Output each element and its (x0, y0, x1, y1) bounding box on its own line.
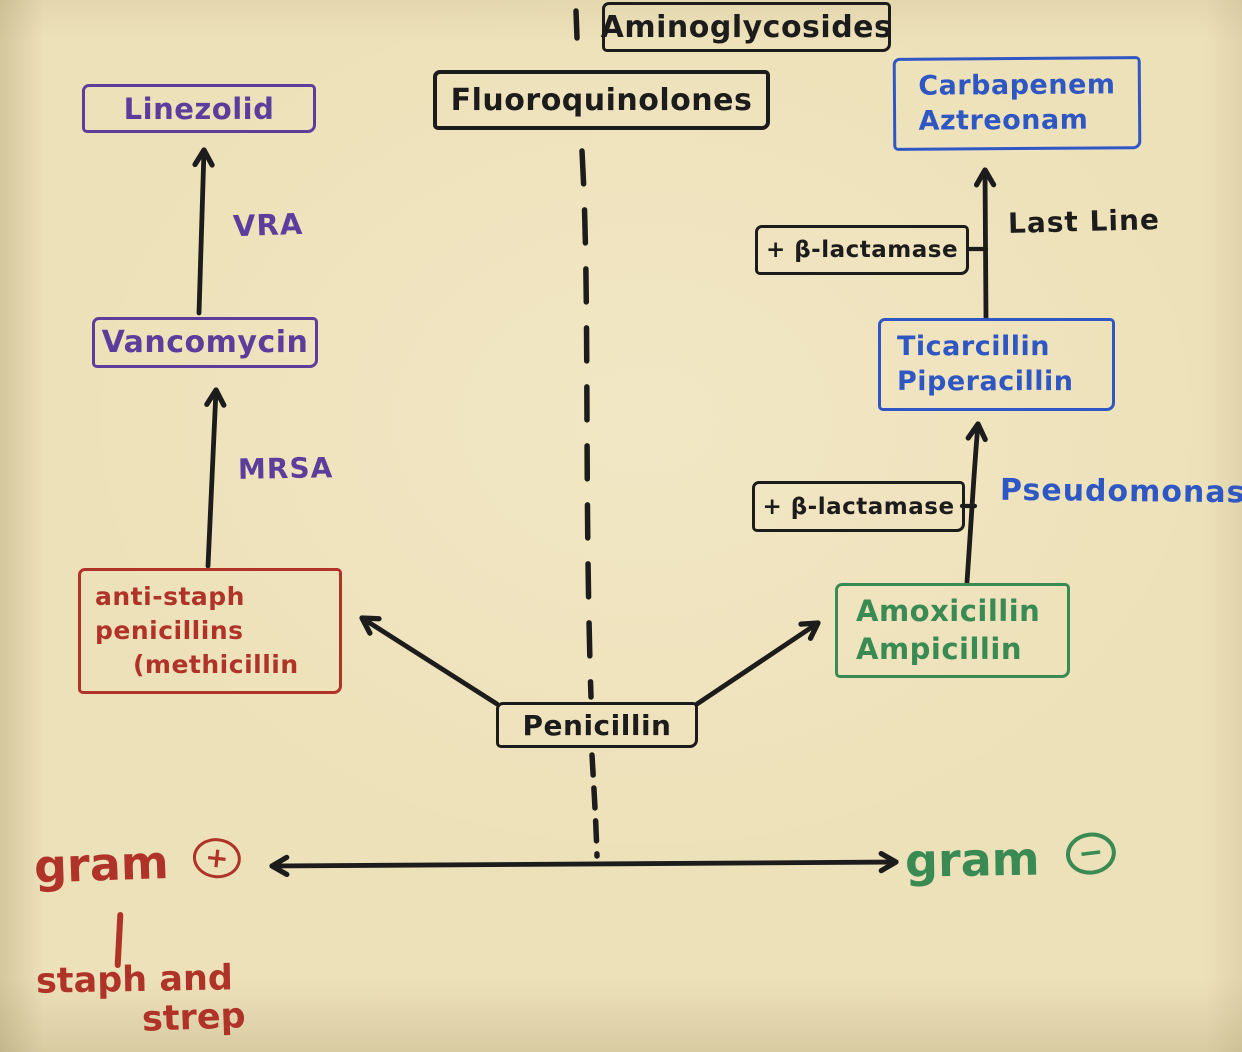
methicillin-line: (methicillin (133, 649, 299, 679)
last-line-annotation: Last Line (1007, 203, 1161, 240)
penicillins-line: penicillins (95, 616, 244, 646)
box-anti-staph-penicillins: anti-staph penicillins (methicillin (78, 568, 342, 694)
anti-staph-line: anti-staph (95, 582, 245, 612)
aztreonam-label: Aztreonam (918, 104, 1089, 137)
box-linezolid: Linezolid (82, 84, 316, 133)
gram-negative-label: gram − (905, 829, 1118, 888)
piperacillin-label: Piperacillin (897, 365, 1074, 397)
box-fluoroquinolones: Fluoroquinolones (433, 70, 770, 130)
divider-dash-top (573, 8, 580, 41)
beta-lactamase-upper-label: + β-lactamase (765, 237, 959, 263)
vra-annotation: VRA (232, 206, 304, 244)
plus-circle-icon: + (190, 835, 243, 881)
carbapenem-label: Carbapenem (918, 69, 1116, 102)
vancomycin-label: Vancomycin (101, 325, 309, 360)
arrow-vancomycin-to-linezolid (192, 147, 215, 316)
box-ticarcillin-piperacillin: Ticarcillin Piperacillin (878, 318, 1115, 411)
arrow-amoxicillin-to-ticarcillin (964, 421, 988, 585)
divider-dashed-line-bottom (589, 752, 600, 859)
arrow-penicillin-to-antistaph (359, 615, 500, 707)
ampicillin-label: Ampicillin (856, 631, 1022, 666)
mrsa-annotation: MRSA (237, 451, 334, 486)
box-beta-lactamase-lower: + β-lactamase (752, 481, 965, 532)
box-penicillin: Penicillin (496, 702, 698, 748)
pseudomonas-annotation: Pseudomonas (999, 472, 1242, 511)
arrow-penicillin-to-amoxicillin (694, 620, 821, 707)
aminoglycosides-label: Aminoglycosides (600, 9, 893, 45)
minus-circle-icon: − (1063, 829, 1118, 877)
fluoroquinolones-label: Fluoroquinolones (450, 82, 753, 118)
linezolid-label: Linezolid (123, 91, 275, 126)
box-amoxicillin-ampicillin: Amoxicillin Ampicillin (835, 583, 1070, 678)
gram-positive-label: gram + (33, 832, 243, 894)
box-carbapenem-aztreonam: Carbapenem Aztreonam (892, 56, 1142, 151)
staph-and-label: staph and (35, 958, 234, 1002)
box-aminoglycosides: Aminoglycosides (600, 2, 893, 52)
gram-spectrum-arrow (269, 850, 899, 878)
divider-dashed-line (579, 148, 594, 700)
penicillin-label: Penicillin (522, 708, 672, 742)
ticarcillin-label: Ticarcillin (897, 330, 1050, 362)
amoxicillin-label: Amoxicillin (856, 594, 1041, 629)
arrow-antistaph-to-vancomycin (204, 387, 227, 569)
box-beta-lactamase-upper: + β-lactamase (755, 225, 969, 275)
box-vancomycin: Vancomycin (92, 317, 318, 368)
arrow-ticarcillin-to-carbapenem (973, 167, 997, 321)
strep-label: strep (141, 996, 247, 1040)
beta-lactamase-lower-label: + β-lactamase (762, 493, 955, 520)
